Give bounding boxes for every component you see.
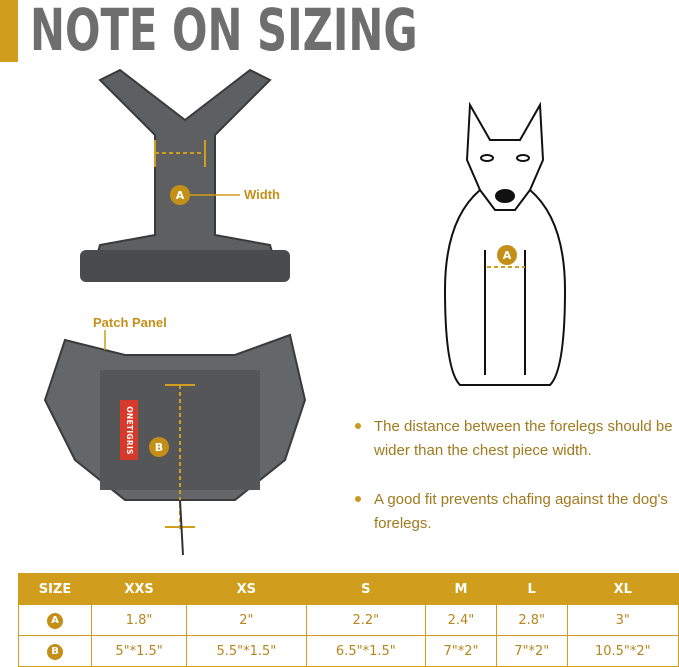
bullet-dot-icon	[355, 496, 361, 502]
header-cell: SIZE	[18, 573, 92, 605]
cell: 1.8"	[90, 604, 188, 636]
harness-front-image: A	[80, 68, 290, 282]
header-cell: M	[425, 573, 497, 605]
header-cell: S	[305, 573, 427, 605]
cell: 7"*2"	[495, 635, 568, 667]
bullet-1: The distance between the forelegs should…	[355, 415, 675, 463]
harness-back-image: B	[43, 330, 307, 556]
cell: 6.5"*1.5"	[305, 635, 427, 667]
cell: 7"*2"	[425, 635, 497, 667]
brand-tag: OneTigris	[120, 400, 138, 460]
table-row: A 1.8" 2" 2.2" 2.4" 2.8" 3"	[18, 604, 679, 636]
cell: 10.5"*2"	[566, 635, 679, 667]
cell: 3"	[566, 604, 679, 636]
cell: 2.2"	[305, 604, 427, 636]
header-cell: L	[495, 573, 568, 605]
table-header-row: SIZE XXS XS S M L XL	[18, 573, 679, 605]
patch-panel-label: Patch Panel	[93, 315, 167, 330]
dog-illustration: A	[443, 101, 567, 386]
header-cell: XS	[186, 573, 307, 605]
svg-text:B: B	[155, 441, 163, 454]
header-cell: XXS	[90, 573, 188, 605]
title-accent-bar	[0, 0, 18, 62]
header-cell: XL	[566, 573, 679, 605]
width-label: Width	[244, 187, 280, 202]
cell: 2"	[186, 604, 307, 636]
cell: 2.4"	[425, 604, 497, 636]
svg-text:A: A	[176, 189, 185, 202]
brand-label: OneTigris	[124, 405, 134, 455]
table-row: B 5"*1.5" 5.5"*1.5" 6.5"*1.5" 7"*2" 7"*2…	[18, 635, 679, 667]
row-label-badge: A	[47, 612, 63, 629]
svg-text:A: A	[503, 249, 512, 262]
size-table: SIZE XXS XS S M L XL A 1.8" 2" 2.2" 2.4"…	[18, 573, 679, 667]
row-label-badge: B	[47, 643, 63, 660]
cell: 2.8"	[495, 604, 568, 636]
bullet-dot-icon	[355, 423, 361, 429]
page-title: NOTE ON SIZING	[30, 0, 418, 64]
bullet-2: A good fit prevents chafing against the …	[355, 488, 675, 536]
cell: 5.5"*1.5"	[186, 635, 307, 667]
cell: 5"*1.5"	[90, 635, 188, 667]
